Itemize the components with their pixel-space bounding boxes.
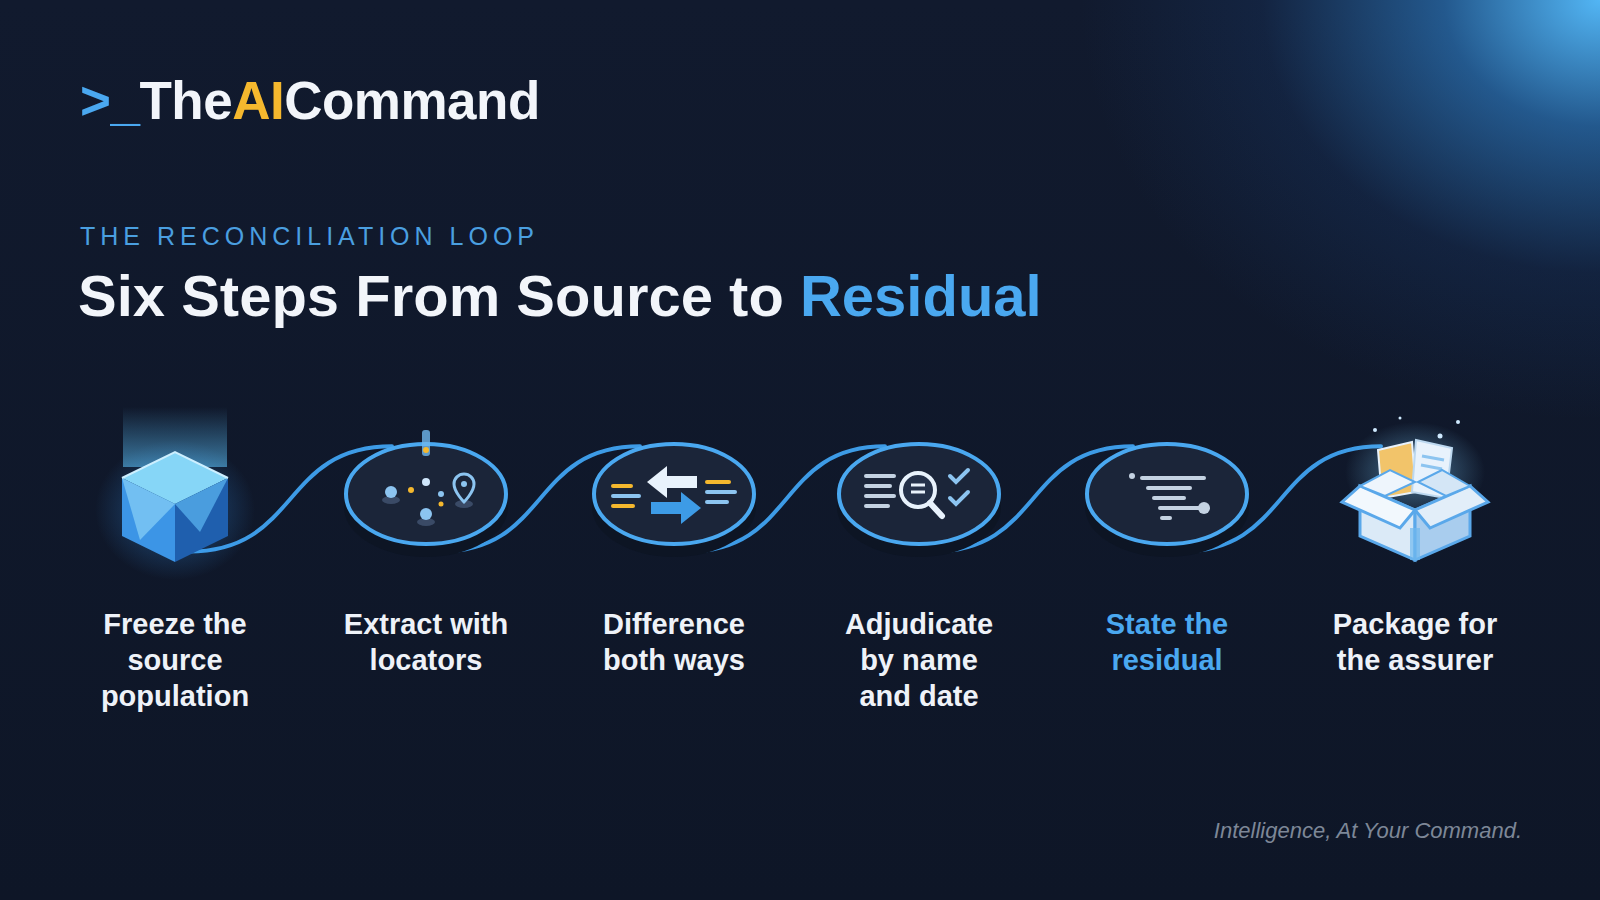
logo-part: Command	[284, 71, 540, 130]
brand-logo: >_TheAICommand	[80, 70, 540, 131]
logo-part: >_	[80, 71, 139, 130]
process-step: Package for the assurer	[1300, 432, 1530, 678]
step-label: State the residual	[1072, 606, 1262, 678]
process-step: Freeze the source population	[60, 432, 290, 714]
tagline: Intelligence, At Your Command.	[1214, 818, 1522, 844]
step-icon	[834, 432, 1004, 562]
step-icon	[1082, 432, 1252, 562]
section-eyebrow: THE RECONCILIATION LOOP	[80, 222, 539, 251]
process-step: Adjudicate by name and date	[804, 432, 1034, 714]
process-step: Difference both ways	[559, 432, 789, 678]
step-icon	[90, 432, 260, 562]
process-step: Extract with locators	[311, 432, 541, 678]
logo-part: AI	[232, 71, 284, 130]
step-label: Freeze the source population	[95, 606, 255, 714]
step-shape	[90, 432, 260, 562]
step-shape	[589, 432, 759, 562]
diagram-title: Six Steps From Source to Residual	[78, 262, 1042, 329]
process-step: State the residual	[1052, 432, 1282, 678]
step-label: Package for the assurer	[1315, 606, 1515, 678]
step-shape	[341, 432, 511, 562]
step-label: Adjudicate by name and date	[839, 606, 999, 714]
step-icon	[1330, 432, 1500, 562]
step-icon	[589, 432, 759, 562]
step-shape	[834, 432, 1004, 562]
logo-part: The	[139, 71, 232, 130]
step-shape	[1330, 432, 1500, 562]
step-label: Difference both ways	[579, 606, 769, 678]
step-label: Extract with locators	[326, 606, 526, 678]
step-shape	[1082, 432, 1252, 562]
step-icon	[341, 432, 511, 562]
